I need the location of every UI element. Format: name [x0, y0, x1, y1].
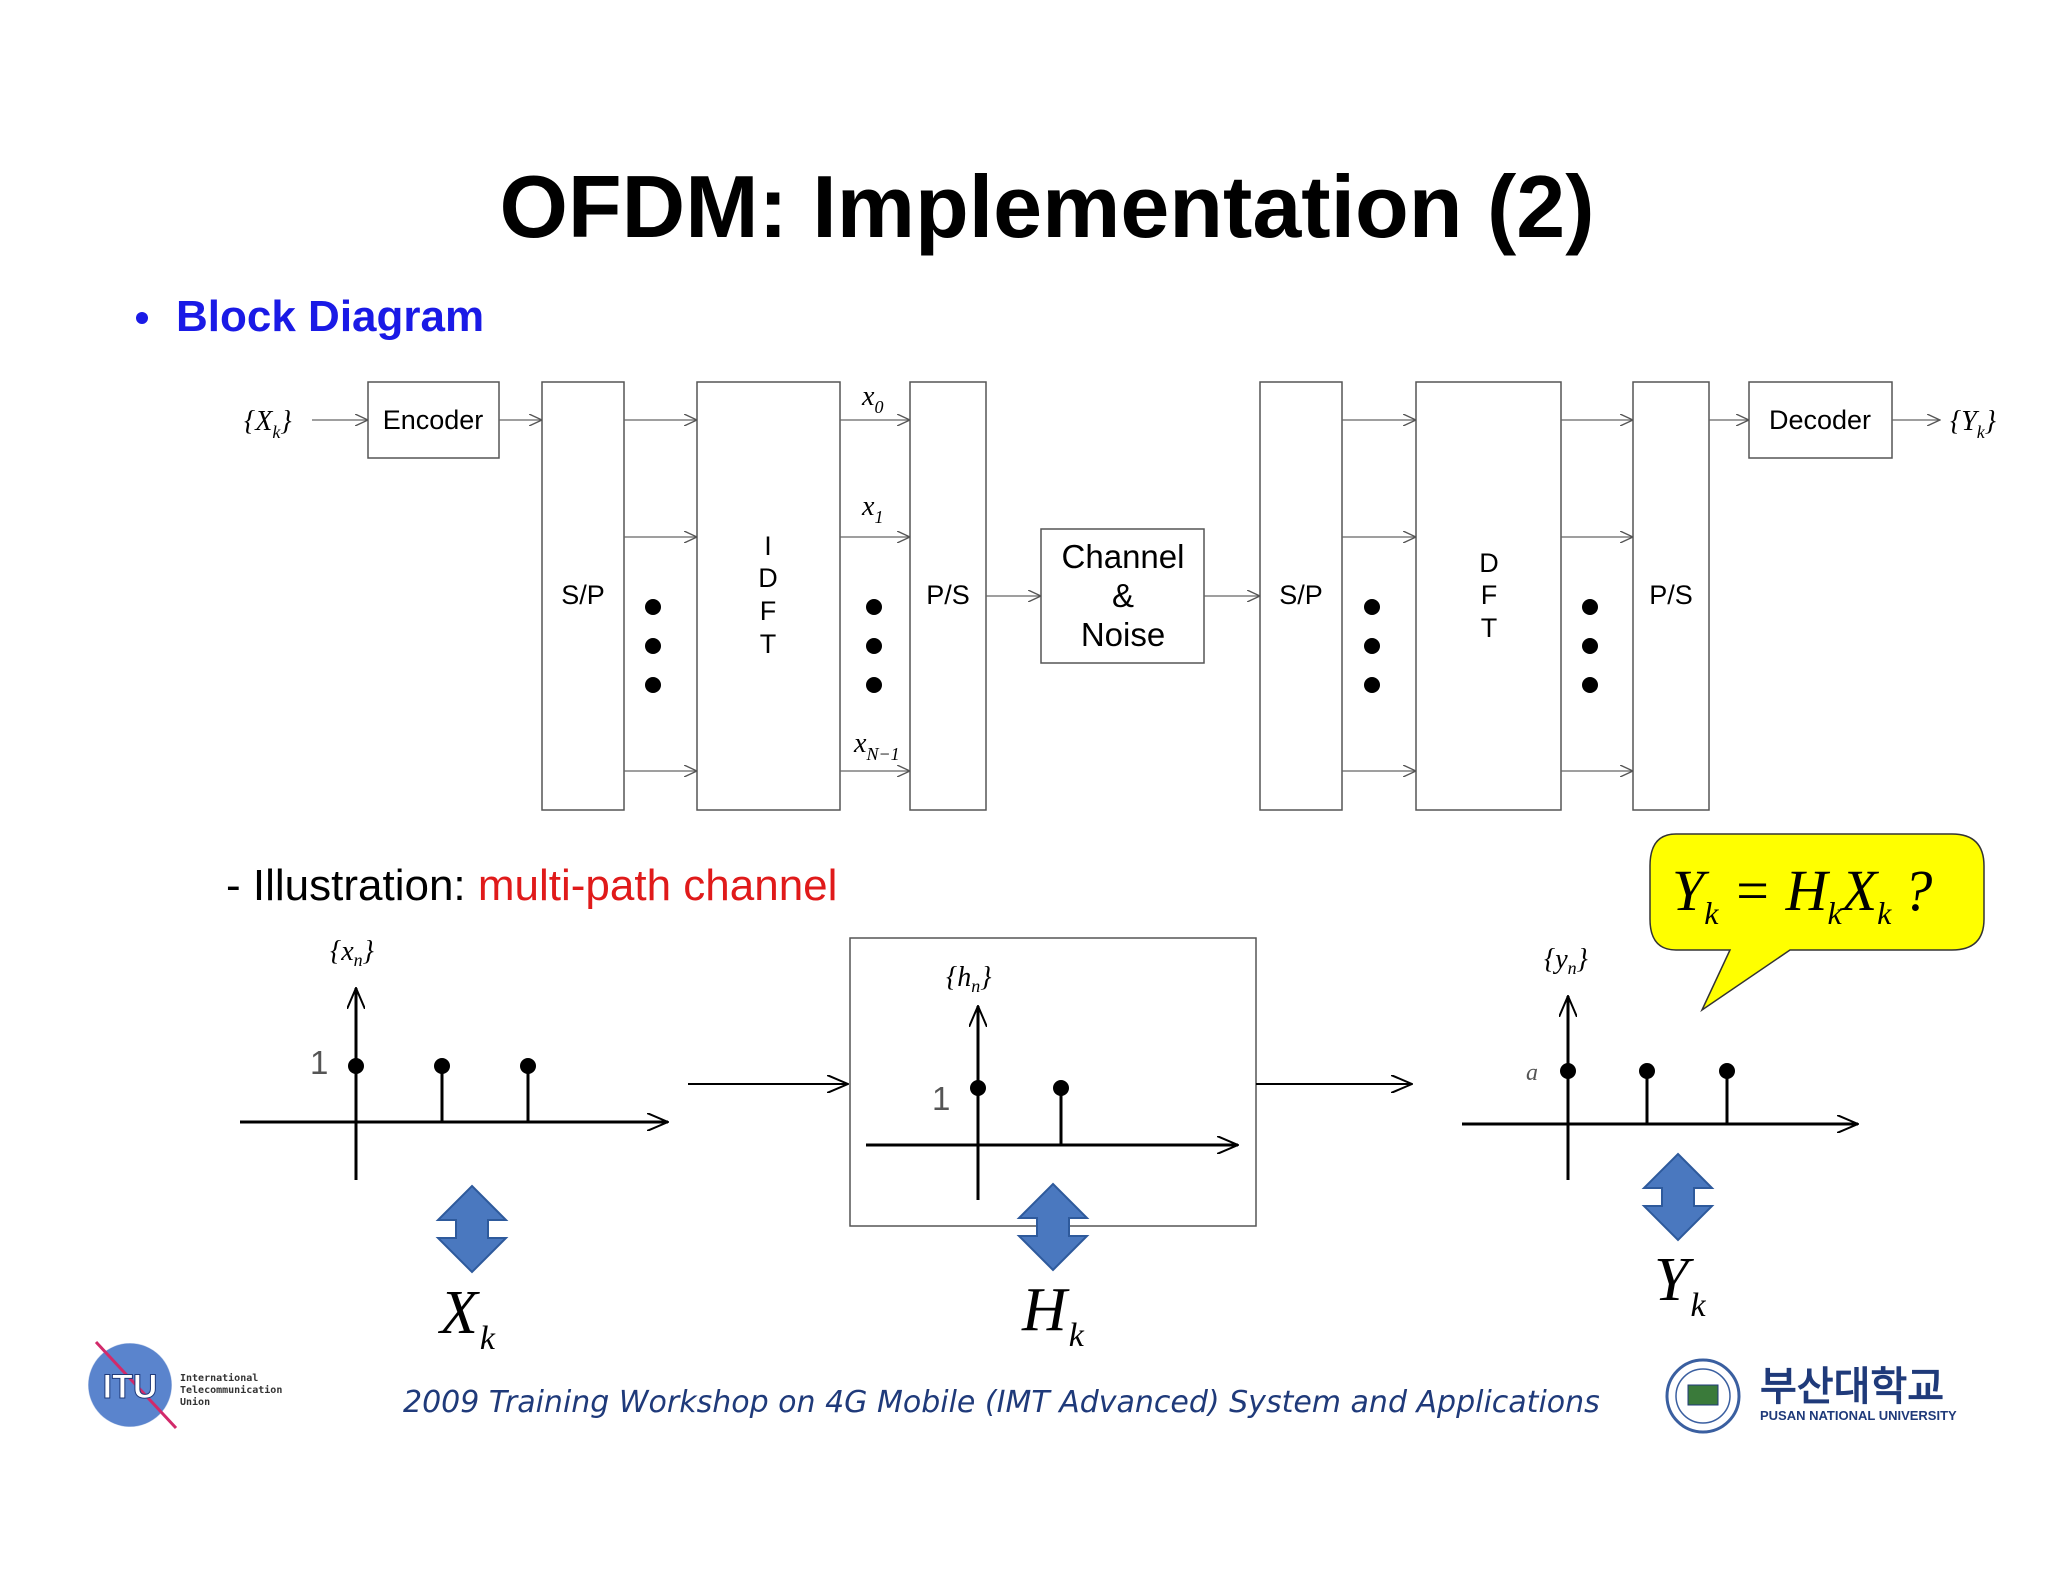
ellipsis-dot — [1582, 638, 1598, 654]
sp-block-rx — [1259, 381, 1343, 811]
Yk-label: Yk — [1654, 1246, 1706, 1324]
impulse-head — [520, 1058, 536, 1074]
Hk-label: Hk — [1021, 1276, 1085, 1354]
impulse-head — [1560, 1063, 1576, 1079]
encoder-label: Encoder — [383, 405, 484, 435]
dft-letter: F — [1481, 580, 1498, 610]
decoder-label: Decoder — [1769, 405, 1871, 435]
itu-logo: ITU International Telecommunication Unio… — [87, 1340, 282, 1430]
sp-block-tx — [541, 381, 625, 811]
callout-bubble: Yk=HkXk? — [1649, 833, 1985, 1013]
ellipsis-dot — [1364, 599, 1380, 615]
itu-logo-text: ITU — [103, 1368, 158, 1406]
impulse-head — [1053, 1080, 1069, 1096]
ellipsis-dot — [645, 677, 661, 693]
ellipsis-dot — [866, 677, 882, 693]
channel-label-line: & — [1112, 577, 1134, 614]
ellipsis-dot — [1364, 638, 1380, 654]
ellipsis-dot — [1582, 599, 1598, 615]
pnu-english-name: PUSAN NATIONAL UNIVERSITY — [1760, 1408, 1957, 1423]
impulse-head — [970, 1080, 986, 1096]
impulse-head — [434, 1058, 450, 1074]
impulse-head — [1639, 1063, 1655, 1079]
input-sequence-label: {xn} — [330, 936, 374, 970]
idft-block — [696, 381, 841, 811]
ellipsis-dot — [645, 638, 661, 654]
double-arrow-icon — [1016, 1182, 1090, 1272]
sp-label-tx: S/P — [561, 580, 605, 610]
idft-letter: I — [764, 531, 772, 561]
double-arrow-icon — [1641, 1152, 1715, 1242]
ps-label-tx: P/S — [926, 580, 970, 610]
impulse-head — [348, 1058, 364, 1074]
illustration-heading: - Illustration: multi-path channel — [226, 861, 837, 910]
channel-frame — [849, 937, 1257, 1227]
level-label: a — [1526, 1060, 1538, 1086]
ellipsis-dot — [1582, 677, 1598, 693]
itu-name-line: Union — [180, 1396, 210, 1408]
channel-block — [1040, 528, 1205, 664]
ellipsis-dot — [1364, 677, 1380, 693]
double-arrow-icon — [435, 1184, 509, 1274]
output-sequence-plot: {yn} a — [1462, 944, 1858, 1180]
channel-sequence-label: {hn} — [946, 962, 991, 996]
pnu-korean-name: 부산대학교 — [1760, 1364, 1944, 1410]
sp-label-rx: S/P — [1279, 580, 1323, 610]
Xk-label: Xk — [437, 1279, 496, 1357]
output-sequence-label: {yn} — [1544, 944, 1588, 978]
idft-letter: D — [758, 563, 778, 593]
pnu-logo: 부산대학교 PUSAN NATIONAL UNIVERSITY — [1665, 1358, 1957, 1434]
ellipsis-dot — [866, 599, 882, 615]
impulse-head — [1719, 1063, 1735, 1079]
channel-response-plot: {hn} 1 — [849, 937, 1257, 1227]
footer-text: 2009 Training Workshop on 4G Mobile (IMT… — [403, 1385, 1600, 1420]
ellipsis-dot — [645, 599, 661, 615]
dft-letter: D — [1479, 548, 1499, 578]
idft-letter: F — [760, 596, 777, 626]
level-label: 1 — [932, 1080, 950, 1117]
channel-label-line: Noise — [1081, 616, 1165, 653]
input-sequence-plot: {xn} 1 — [240, 936, 668, 1180]
input-symbol-label: {Xk} — [244, 406, 292, 442]
itu-name-line: Telecommunication — [180, 1384, 282, 1396]
dft-letter: T — [1481, 613, 1498, 643]
dft-block — [1415, 381, 1562, 811]
callout-shape — [1649, 833, 1985, 1013]
output-symbol-label: {Yk} — [1950, 406, 1996, 442]
bullet-heading: Block Diagram — [176, 292, 484, 341]
x1-label: x1 — [861, 491, 883, 527]
ps-label-rx: P/S — [1649, 580, 1693, 610]
block-diagram: {Xk} Encoder S/P I D F T x0 x1 xN−1 — [244, 381, 1996, 811]
idft-letter: T — [760, 629, 777, 659]
x0-label: x0 — [861, 381, 883, 417]
page-title: OFDM: Implementation (2) — [499, 157, 1594, 256]
xn-label: xN−1 — [853, 728, 900, 764]
channel-label-line: Channel — [1062, 538, 1185, 575]
decoder-block — [1748, 381, 1893, 459]
itu-globe-icon — [88, 1343, 172, 1427]
ps-block-rx — [1632, 381, 1710, 811]
callout-equation: Yk=HkXk? — [1672, 858, 1932, 931]
itu-name-line: International — [180, 1372, 258, 1384]
level-label: 1 — [310, 1044, 328, 1081]
ellipsis-dot — [866, 638, 882, 654]
bullet-dot — [136, 312, 148, 324]
